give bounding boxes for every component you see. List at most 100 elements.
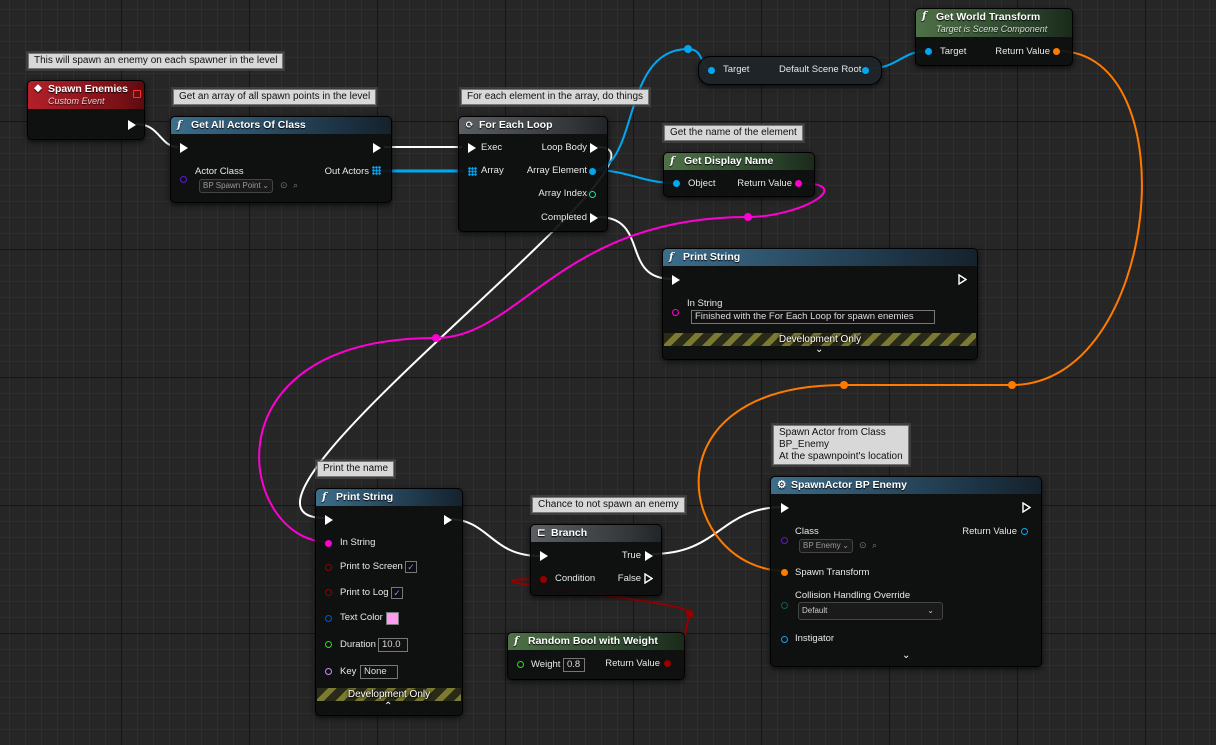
bool-pin[interactable] — [325, 564, 332, 571]
comment-bubble[interactable]: Get the name of the element — [664, 125, 803, 141]
exec-out-pin[interactable] — [590, 143, 598, 153]
expand-chevron-icon[interactable]: ⌄ — [815, 344, 824, 355]
development-only-label: Development Only — [778, 334, 862, 345]
comment-bubble[interactable]: Get an array of all spawn points in the … — [173, 89, 377, 105]
node-title: Print String — [336, 491, 394, 503]
object-pin[interactable] — [589, 168, 596, 175]
delegate-pin[interactable] — [133, 90, 141, 98]
object-pin[interactable] — [1021, 528, 1028, 535]
byte-pin[interactable] — [781, 602, 788, 609]
exec-out-pin[interactable] — [444, 515, 452, 525]
reroute-knot[interactable] — [840, 381, 848, 389]
comment-bubble[interactable]: For each element in the array, do things — [461, 89, 650, 105]
transform-pin[interactable] — [781, 569, 788, 576]
array-grid-pin[interactable] — [372, 166, 381, 175]
weight-input[interactable]: 0.8 — [563, 658, 585, 672]
exec-in-pin[interactable] — [781, 503, 789, 513]
exec-out-pin[interactable] — [644, 573, 653, 584]
reroute-knot[interactable] — [686, 610, 694, 618]
default-scene-root-node[interactable]: Target Default Scene Root — [698, 56, 882, 85]
exec-out-pin[interactable] — [590, 213, 598, 223]
search-icon[interactable]: ⌕ — [293, 180, 299, 190]
reroute-knot[interactable] — [1008, 381, 1016, 389]
key-input[interactable]: None — [360, 665, 398, 679]
node-title: Get Display Name — [684, 155, 774, 167]
transform-pin[interactable] — [1053, 48, 1060, 55]
pin-label: Out Actors — [324, 166, 369, 177]
string-pin[interactable] — [672, 309, 679, 316]
comment-bubble[interactable]: Print the name — [317, 461, 395, 477]
browse-arrow-icon[interactable]: ⊙ — [280, 180, 288, 190]
actor-class-dropdown[interactable]: BP Spawn Point⌄ — [199, 179, 273, 193]
exec-in-pin[interactable] — [468, 143, 476, 153]
print-to-log-checkbox[interactable]: ✓ — [391, 587, 403, 599]
node-header: ⊏Branch — [531, 525, 661, 542]
pin-label: In String — [340, 537, 376, 548]
function-icon: f — [177, 119, 182, 131]
bool-pin[interactable] — [664, 660, 671, 667]
class-pin[interactable] — [180, 176, 187, 183]
string-wire — [258, 182, 826, 543]
branch-node[interactable]: ⊏Branch Condition True False — [530, 524, 662, 596]
class-dropdown[interactable]: BP Enemy⌄ — [799, 539, 853, 553]
spawn-actor-node[interactable]: ⚙SpawnActor BP Enemy Class BP Enemy⌄ ⊙ ⌕… — [770, 476, 1042, 667]
exec-in-pin[interactable] — [325, 515, 333, 525]
pin-label: Exec — [481, 142, 503, 153]
get-world-transform-node[interactable]: f Get World Transform Target is Scene Co… — [915, 8, 1073, 66]
reroute-knot[interactable] — [744, 213, 752, 221]
object-pin[interactable] — [708, 67, 715, 74]
reroute-knot[interactable] — [684, 45, 692, 53]
integer-pin[interactable] — [589, 191, 596, 198]
for-each-loop-node[interactable]: ⟳For Each Loop Exec Array Loop Body Arra… — [458, 116, 608, 232]
comment-text: This will spawn an enemy on each spawner… — [34, 55, 278, 66]
comment-text: Get the name of the element — [670, 127, 797, 138]
exec-out-pin[interactable] — [645, 551, 653, 561]
array-grid-pin[interactable] — [468, 167, 477, 176]
string-pin[interactable] — [325, 540, 332, 547]
pin-label: Target — [940, 46, 967, 57]
comment-bubble[interactable]: This will spawn an enemy on each spawner… — [28, 53, 284, 69]
comment-bubble[interactable]: Chance to not spawn an enemy — [532, 497, 685, 513]
text-color-swatch[interactable] — [386, 612, 399, 625]
float-pin[interactable] — [325, 641, 332, 648]
string-pin[interactable] — [795, 180, 802, 187]
search-icon[interactable]: ⌕ — [872, 540, 878, 550]
class-pin[interactable] — [781, 537, 788, 544]
bool-pin[interactable] — [540, 576, 547, 583]
node-title: Random Bool with Weight — [528, 635, 658, 647]
name-pin[interactable] — [325, 668, 332, 675]
exec-out-pin[interactable] — [373, 143, 381, 153]
in-string-input[interactable]: Finished with the For Each Loop for spaw… — [691, 310, 935, 324]
collision-handling-dropdown[interactable]: Default⌄ — [798, 602, 943, 620]
expand-chevron-icon[interactable]: ⌄ — [902, 650, 911, 661]
exec-out-pin[interactable] — [128, 120, 136, 130]
exec-out-pin[interactable] — [958, 274, 967, 285]
exec-out-pin[interactable] — [1022, 502, 1031, 513]
spawn-enemies-event-node[interactable]: ◆ Spawn Enemies Custom Event — [27, 80, 145, 140]
object-pin[interactable] — [781, 636, 788, 643]
exec-in-pin[interactable] — [540, 551, 548, 561]
browse-arrow-icon[interactable]: ⊙ — [859, 540, 867, 550]
reroute-knot[interactable] — [432, 334, 440, 342]
object-pin[interactable] — [925, 48, 932, 55]
object-pin[interactable] — [673, 180, 680, 187]
bool-pin[interactable] — [325, 589, 332, 596]
print-to-screen-checkbox[interactable]: ✓ — [405, 561, 417, 573]
float-pin[interactable] — [517, 661, 524, 668]
duration-input[interactable]: 10.0 — [378, 638, 408, 652]
linear-color-pin[interactable] — [325, 615, 332, 622]
node-header: ⚙SpawnActor BP Enemy — [771, 477, 1041, 494]
object-pin[interactable] — [862, 67, 869, 74]
comment-bubble[interactable]: Spawn Actor from Class BP_Enemy At the s… — [773, 425, 909, 465]
collapse-chevron-icon[interactable]: ⌃ — [384, 701, 393, 712]
exec-in-pin[interactable] — [180, 143, 188, 153]
exec-in-pin[interactable] — [672, 275, 680, 285]
